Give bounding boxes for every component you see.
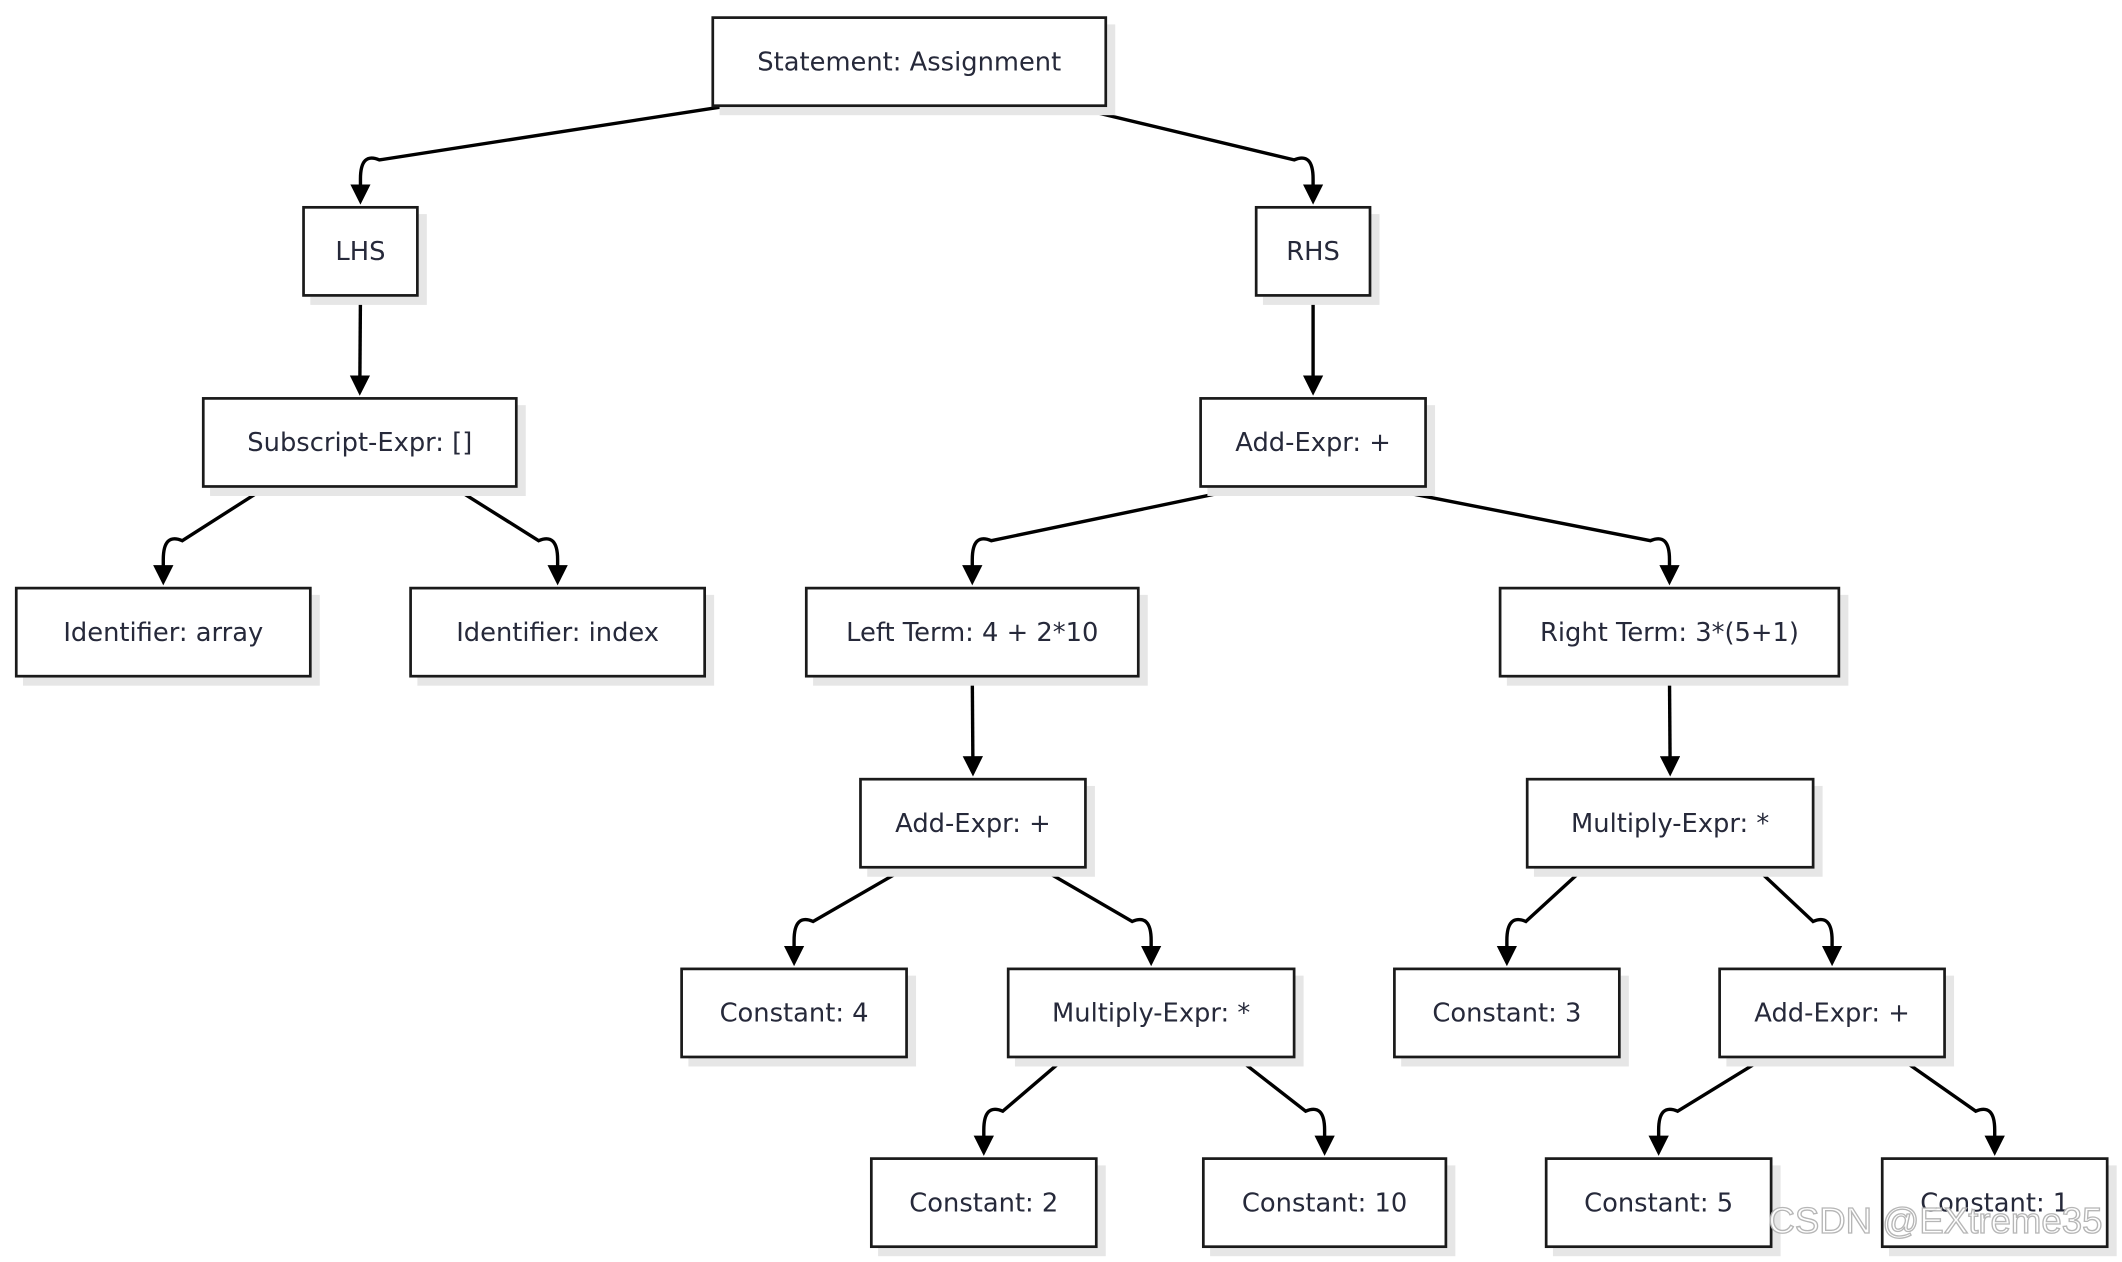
- node-constant-2: Constant: 2: [869, 1157, 1098, 1249]
- node-label: Identifier: index: [456, 617, 660, 648]
- node-label: Constant: 5: [1584, 1187, 1734, 1218]
- node-lhs: LHS: [302, 205, 419, 297]
- node-multiply-expr-right: Multiply-Expr: *: [1525, 777, 1815, 869]
- node-multiply-expr-left: Multiply-Expr: *: [1006, 967, 1296, 1059]
- node-identifier-array: Identifier: array: [14, 586, 312, 678]
- node-identifier-index: Identifier: index: [409, 586, 707, 678]
- node-label: LHS: [335, 236, 386, 267]
- node-right-term: Right Term: 3*(5+1): [1498, 586, 1841, 678]
- node-constant-10: Constant: 10: [1201, 1157, 1448, 1249]
- node-add-expr-inner: Add-Expr: +: [1718, 967, 1946, 1059]
- node-add-expr-left: Add-Expr: +: [859, 777, 1087, 869]
- edge-statement-to-lhs: [350, 94, 791, 205]
- edge-mul-left-to-const-2: [973, 1057, 1066, 1156]
- edge-add-inner-to-const-1: [1899, 1056, 2005, 1156]
- edge-mul-right-to-add-inner: [1755, 867, 1843, 967]
- edge-add-inner-to-const-5: [1648, 1056, 1765, 1156]
- node-add-expr-top: Add-Expr: +: [1199, 397, 1427, 488]
- node-constant-1: Constant: 1: [1880, 1157, 2109, 1249]
- node-label: Multiply-Expr: *: [1571, 808, 1770, 839]
- node-label: Constant: 10: [1241, 1187, 1408, 1218]
- node-constant-4: Constant: 4: [680, 967, 908, 1059]
- node-label: Right Term: 3*(5+1): [1540, 617, 1799, 648]
- edge-right-term-to-mul-right: [1659, 677, 1681, 777]
- node-label: Constant: 2: [909, 1187, 1059, 1218]
- node-label: RHS: [1286, 236, 1340, 267]
- edge-add-top-to-right-term: [1381, 486, 1680, 586]
- node-constant-3: Constant: 3: [1393, 967, 1621, 1059]
- node-label: Constant: 3: [1432, 998, 1582, 1028]
- node-label: Constant: 4: [719, 998, 869, 1028]
- edge-mul-right-to-const-3: [1496, 867, 1585, 967]
- node-label: Add-Expr: +: [895, 808, 1051, 839]
- node-label: Add-Expr: +: [1754, 998, 1910, 1028]
- edge-statement-to-rhs: [1027, 94, 1324, 205]
- edge-left-term-to-add-left: [962, 677, 984, 777]
- edge-subscript-to-id-index: [453, 486, 568, 586]
- node-left-term: Left Term: 4 + 2*10: [804, 586, 1140, 678]
- edge-add-top-to-left-term: [962, 486, 1246, 586]
- node-label: Multiply-Expr: *: [1052, 998, 1251, 1028]
- node-label: Statement: Assignment: [757, 46, 1062, 77]
- edge-add-left-to-mul-left: [1040, 867, 1162, 967]
- node-label: Subscript-Expr: []: [247, 427, 473, 458]
- node-label: Left Term: 4 + 2*10: [846, 617, 1099, 648]
- edge-mul-left-to-const-10: [1236, 1056, 1335, 1156]
- node-label: Constant: 1: [1920, 1187, 2070, 1218]
- node-label: Add-Expr: +: [1235, 427, 1391, 458]
- node-rhs: RHS: [1254, 205, 1372, 297]
- node-subscript-expr: Subscript-Expr: []: [201, 397, 518, 488]
- node-statement: Statement: Assignment: [711, 16, 1108, 108]
- edge-subscript-to-id-array: [153, 486, 266, 586]
- watermark: CSDN @EXtreme35: [1768, 1200, 2103, 1242]
- edge-add-left-to-const-4: [783, 867, 906, 967]
- node-constant-5: Constant: 5: [1544, 1157, 1773, 1249]
- edge-lhs-to-subscript: [349, 296, 371, 396]
- node-label: Identifier: array: [63, 617, 264, 648]
